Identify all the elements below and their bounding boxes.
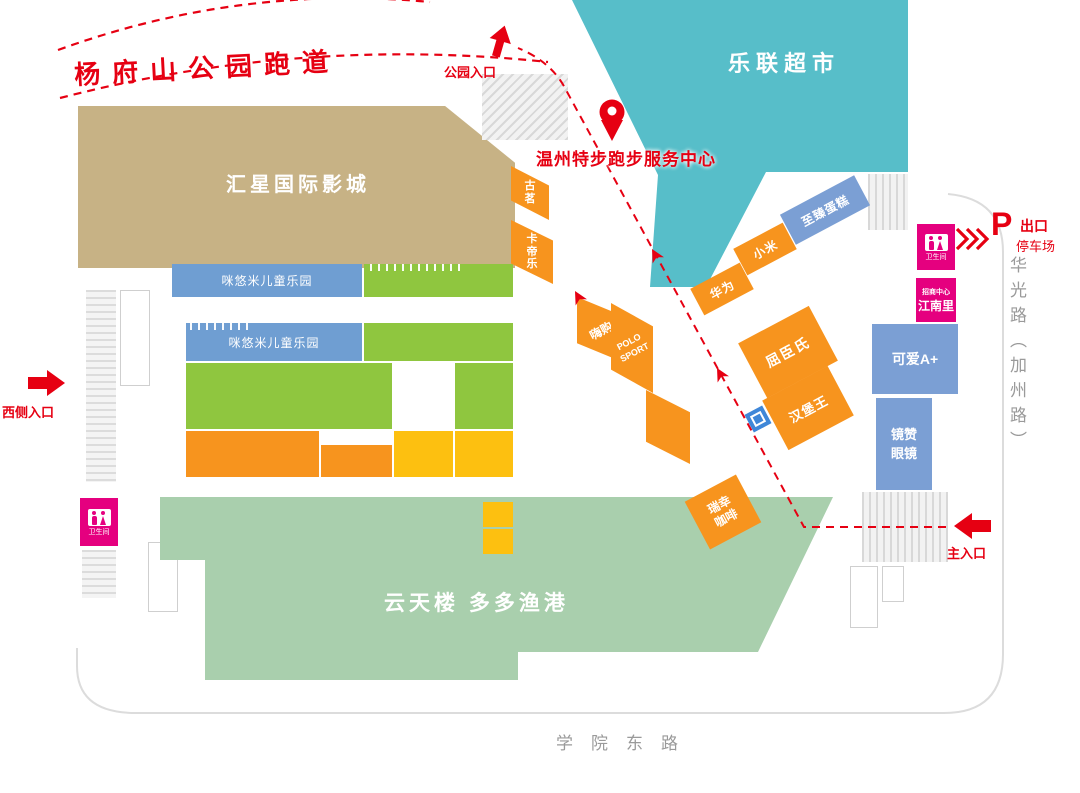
retail-unit-green-4 [455,363,513,429]
retail-unit-green-3 [186,363,392,429]
destination-pin-icon [599,99,625,141]
park-entrance-arrow-icon [489,25,511,58]
retail-unit-yellow-1 [394,431,453,477]
restroom-block-left: 卫生间 [80,498,118,546]
parking-chevrons-icon [955,227,990,251]
retail-unit-yellow-2 [455,431,513,477]
shop-kadile: 卡帝乐 [511,220,553,284]
retail-unit-orange-2 [321,445,392,477]
parking-symbol: P [991,206,1013,242]
shop-xiaomi-label: 小米 [750,237,780,262]
elevator-glyph [749,410,767,428]
leasing-center-line2: 江南里 [917,298,954,313]
west-entrance-label: 西侧入口 [2,405,55,420]
shop-jingzan-label: 镜赞眼镜 [890,426,917,462]
park-track-dashed-outer [57,0,431,52]
park-track-label: 杨府山公园跑道 [73,46,341,90]
park-entrance-label: 公园入口 [444,65,497,80]
shop-polo-sport-label: POLO SPORT [615,331,651,365]
shop-kadile-label: 卡帝乐 [526,232,538,271]
route-arrow-icon [717,368,729,383]
woman-icon [99,511,107,525]
destination-label: 温州特步跑步服务中心 [536,150,716,169]
road-label-south: 学院东路 [556,734,696,753]
restroom-icon [924,233,948,251]
cinema-block: 汇星国际影城 [78,106,515,268]
kids-park-block-2: 咪悠米儿童乐园 [186,323,362,361]
restaurant-label: 云天楼 多多渔港 [384,592,569,615]
shop-burger-king-label: 汉堡王 [786,392,831,426]
man-icon [928,236,934,250]
restroom-label: 卫生间 [88,528,110,536]
retail-unit-yellow-4 [483,529,513,554]
leasing-center-line1: 招商中心 [922,288,950,296]
shop-guming: 古茗 [511,166,549,220]
shop-guming-label: 古茗 [524,180,536,205]
main-entrance-arrow-icon [954,513,991,539]
restroom-label: 卫生间 [925,253,947,261]
column-ticks [190,323,254,330]
cinema-label: 汇星国际影城 [226,174,370,196]
supermarket-label: 乐联超市 [728,51,841,76]
west-entrance-arrow-icon [28,370,65,396]
shop-zhizhen-bakery: 至臻蛋糕 [779,175,871,245]
shop-zhizhen-label: 至臻蛋糕 [798,192,852,229]
parking-label-line1: 出口 [1020,218,1048,234]
stairs-hatch-right-bottom [862,492,948,562]
retail-unit-orange-1 [186,431,319,477]
escalator-outline-left-1 [120,290,150,386]
kids-park-label-1: 咪悠米儿童乐园 [221,274,313,288]
shop-watsons-label: 屈臣氏 [763,333,813,371]
woman-icon [936,236,944,250]
shop-keai-aplus: 可爱A+ [872,324,958,394]
road-label-east: 华光路（加州路） [1007,256,1026,456]
shop-polo-sport: POLO SPORT [611,303,653,393]
shop-huawei-label: 华为 [707,277,737,302]
column-ticks [370,264,462,271]
shop-unlabeled [646,390,690,464]
park-walkway-hatch [482,74,568,140]
restroom-icon [87,508,111,526]
main-entrance-label: 主入口 [947,546,987,561]
shop-keai-label: 可爱A+ [891,351,939,367]
restroom-block-right: 卫生间 [917,224,955,270]
kids-park-block-1: 咪悠米儿童乐园 [172,264,362,297]
shop-jingzan-glasses: 镜赞眼镜 [876,398,932,490]
leasing-center-block: 招商中心 江南里 [916,278,956,322]
shop-xiaomi: 小米 [733,222,797,276]
escalator-outline-right-2 [882,566,904,602]
man-icon [91,511,97,525]
retail-unit-green-1 [364,264,513,297]
stairs-hatch-left-bottom [82,550,116,598]
stairs-hatch-right-top [868,174,908,230]
parking-label-line2: 停车场 [1016,239,1056,254]
stairs-hatch-left-tall [86,290,116,482]
retail-unit-yellow-3 [483,502,513,527]
retail-unit-green-2 [364,323,513,361]
shop-luckin-label: 瑞幸咖啡 [705,493,741,531]
supermarket-block: 乐联超市 [572,0,908,287]
kids-park-label-2: 咪悠米儿童乐园 [228,335,320,350]
escalator-outline-right-1 [850,566,878,628]
